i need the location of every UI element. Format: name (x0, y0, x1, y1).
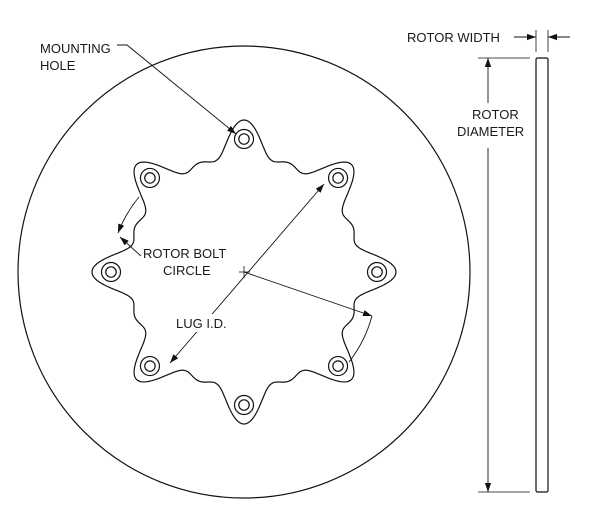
lug-id-label: LUG I.D. (176, 316, 227, 331)
mounting-hole (327, 355, 349, 377)
rotor-side-view (535, 57, 549, 493)
bolt-circle-arc-left (117, 196, 140, 234)
mounting-hole (327, 167, 349, 189)
mounting-hole-leader (117, 44, 237, 135)
mounting-hole (233, 394, 255, 416)
rotor-width-label: ROTOR WIDTH (407, 30, 500, 45)
rotor-diameter-label-bg (455, 103, 525, 143)
mounting-hole (366, 261, 388, 283)
bolt-circle-arc-right (348, 315, 373, 363)
mounting-holes (100, 128, 388, 416)
mounting-hole-label: MOUNTING HOLE (40, 41, 114, 73)
mounting-hole (139, 167, 161, 189)
rotor-bolt-circle-label: ROTOR BOLT CIRCLE (143, 246, 230, 278)
rotor-diameter-label: ROTOR DIAMETER (457, 107, 524, 139)
mounting-hole (139, 355, 161, 377)
rotor-outer-edge (17, 45, 471, 499)
bolt-circle-leader (119, 236, 142, 257)
bolt-circle-radius-line (243, 271, 373, 317)
mounting-hole (233, 128, 255, 150)
lug-id-label-bg (173, 314, 243, 332)
bolt-circle-label-bg (141, 244, 239, 280)
mounting-hole (100, 261, 122, 283)
rotor-hat-cutout (91, 119, 397, 425)
rotor-width-dimension (514, 30, 570, 52)
